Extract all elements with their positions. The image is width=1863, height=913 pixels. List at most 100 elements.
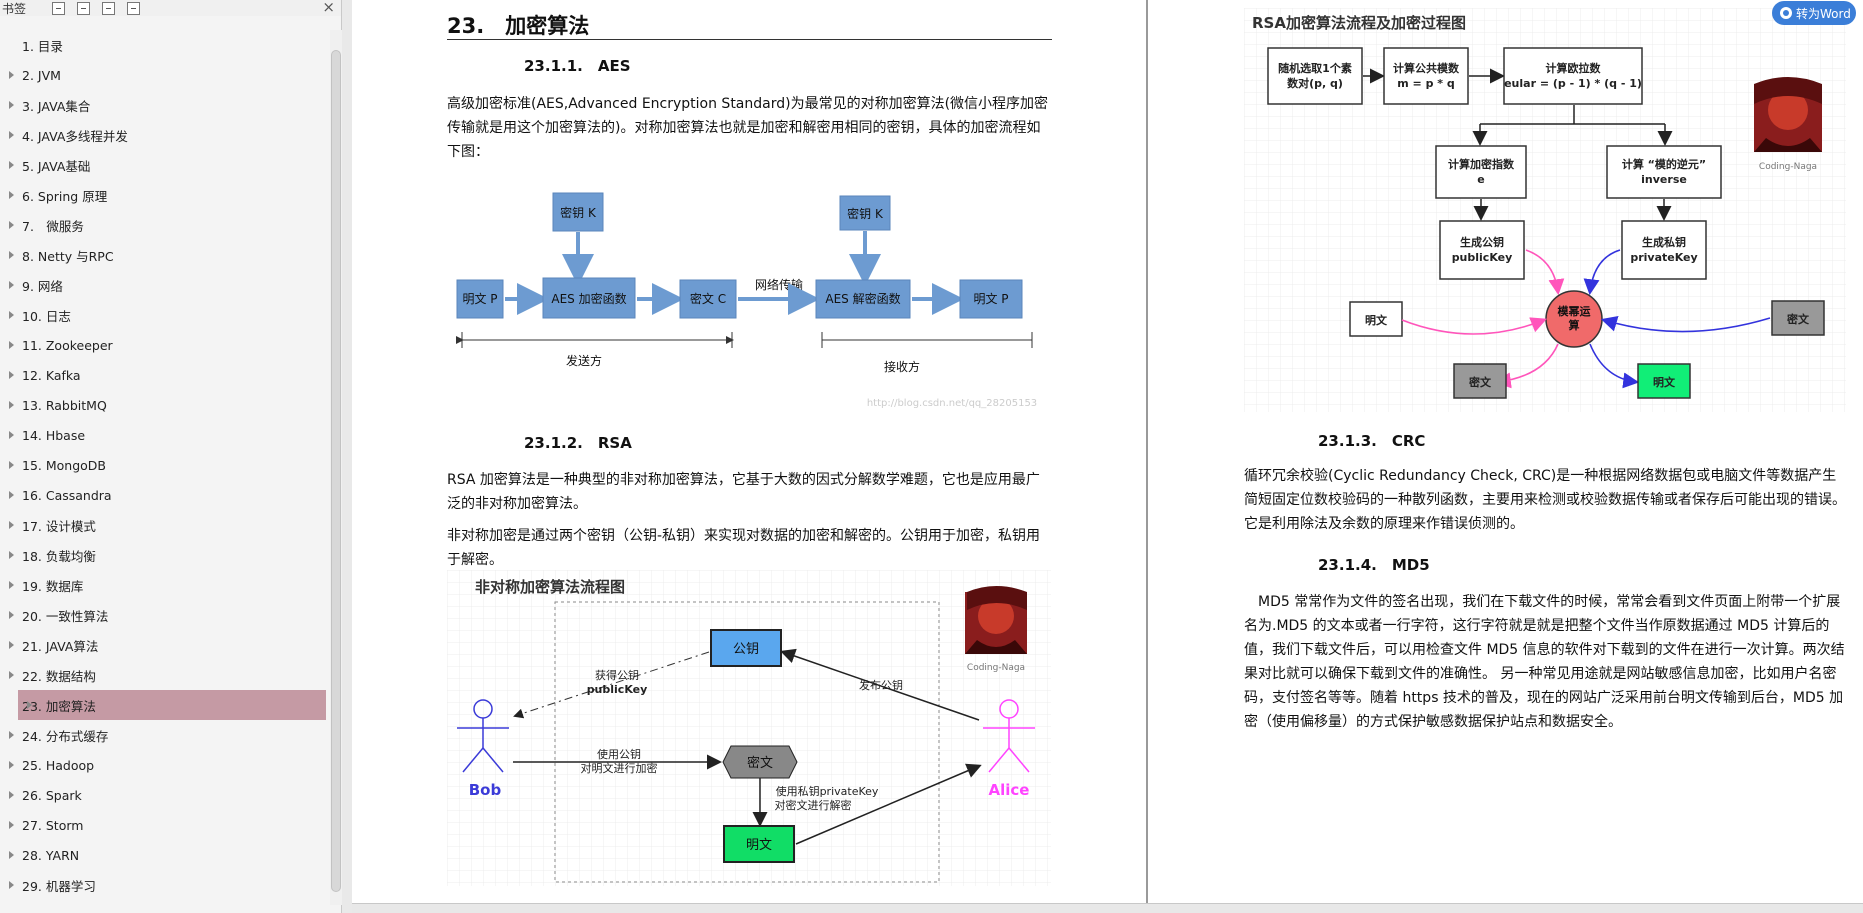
expand-triangle-icon[interactable] (9, 431, 14, 439)
expand-triangle-icon[interactable] (9, 611, 14, 619)
expand-triangle-icon[interactable] (9, 371, 14, 379)
expand-triangle-icon[interactable] (9, 71, 14, 79)
md5-paragraph: MD5 常常作为文件的签名出现，我们在下载文件的时候，常常会看到文件页面上附带一… (1244, 594, 1845, 730)
bookmark-item[interactable]: 8. Netty 与RPC (0, 240, 330, 270)
bookmark-item-label: 14. Hbase (22, 427, 86, 443)
bookmark-item-label: 1. 目录 (22, 38, 63, 54)
bookmark-item[interactable]: 19. 数据库 (0, 570, 330, 600)
rsa-use-pub-label-2: 对明文进行加密 (581, 761, 658, 775)
expand-triangle-icon[interactable] (9, 221, 14, 229)
expand-triangle-icon[interactable] (9, 851, 14, 859)
expand-triangle-icon[interactable] (9, 161, 14, 169)
aes-encrypt-box (542, 277, 636, 319)
collapse-all-icon[interactable] (77, 1, 90, 15)
bookmark-options-icon[interactable] (127, 1, 140, 15)
bookmark-item[interactable]: 6. Spring 原理 (0, 180, 330, 210)
expand-triangle-icon[interactable] (9, 311, 14, 319)
expand-triangle-icon[interactable] (9, 731, 14, 739)
bookmark-item-label: 7. 微服务 (22, 218, 84, 234)
expand-triangle-icon[interactable] (9, 461, 14, 469)
bookmark-item[interactable]: 9. 网络 (0, 270, 330, 300)
convert-to-word-button[interactable]: 转为Word (1772, 1, 1856, 25)
bookmark-item-label: 2. JVM (22, 67, 61, 83)
rsa-step7-label-1: 生成私钥 (1642, 235, 1686, 249)
bookmark-item[interactable]: 28. YARN (0, 840, 330, 870)
bookmark-item[interactable]: 15. MongoDB (0, 450, 330, 480)
expand-triangle-icon[interactable] (9, 641, 14, 649)
expand-triangle-icon[interactable] (9, 791, 14, 799)
avatar-caption: Coding-Naga (1759, 162, 1817, 172)
bookmark-item[interactable]: 3. JAVA集合 (0, 90, 330, 120)
expand-triangle-icon[interactable] (9, 281, 14, 289)
bookmark-item-label: 20. 一致性算法 (22, 608, 109, 624)
bookmark-item-label: 8. Netty 与RPC (22, 248, 114, 264)
bookmark-item-label: 17. 设计模式 (22, 518, 96, 534)
bookmark-item[interactable]: 4. JAVA多线程并发 (0, 120, 330, 150)
expand-triangle-icon[interactable] (9, 521, 14, 529)
bookmark-item[interactable]: 5. JAVA基础 (0, 150, 330, 180)
expand-triangle-icon[interactable] (9, 251, 14, 259)
bookmark-item[interactable]: 12. Kafka (0, 360, 330, 390)
bookmark-item-label: 5. JAVA基础 (22, 158, 91, 174)
expand-triangle-icon[interactable] (9, 491, 14, 499)
bookmark-item[interactable]: 25. Hadoop (0, 750, 330, 780)
avatar-caption: Coding-Naga (967, 663, 1025, 673)
expand-all-icon[interactable] (52, 1, 65, 15)
bookmark-item[interactable]: 20. 一致性算法 (0, 600, 330, 630)
bookmark-item-label: 27. Storm (22, 817, 84, 833)
rsa-public-key-box (710, 629, 782, 667)
add-bookmark-icon[interactable] (102, 1, 115, 15)
expand-triangle-icon[interactable] (9, 131, 14, 139)
rsa-get-pub-label-1: 获得公钥 (595, 668, 639, 682)
bookmark-scrollbar[interactable] (330, 30, 342, 905)
rsa-use-priv-label-1: 使用私钥privateKey (776, 784, 879, 798)
bookmark-item[interactable]: 10. 日志 (0, 300, 330, 330)
bookmark-item[interactable]: 29. 机器学习 (0, 870, 330, 900)
rsa-plain-label: 明文 (746, 838, 772, 853)
bookmark-item-label: 21. JAVA算法 (22, 638, 99, 654)
aes-key-label-1: 密钥 K (560, 205, 597, 220)
expand-triangle-icon[interactable] (27, 701, 32, 709)
bookmark-item[interactable]: 18. 负载均衡 (0, 540, 330, 570)
bookmark-scrollbar-thumb[interactable] (331, 50, 341, 892)
bookmark-item[interactable]: 17. 设计模式 (0, 510, 330, 540)
bookmark-item[interactable]: 22. 数据结构 (0, 660, 330, 690)
rsa-asymmetric-figure: 非对称加密算法流程图 公钥 获得公钥 publicKey 发布公钥 Bob Al… (447, 570, 1051, 886)
bookmark-item-label: 15. MongoDB (22, 457, 106, 473)
close-icon[interactable]: × (322, 0, 335, 16)
md5-heading: 23.1.4. MD5 (1318, 556, 1430, 574)
bookmark-item[interactable]: 27. Storm (0, 810, 330, 840)
aes-paragraph: 高级加密标准(AES,Advanced Encryption Standard)… (447, 96, 1049, 160)
expand-triangle-icon[interactable] (9, 341, 14, 349)
expand-triangle-icon[interactable] (9, 551, 14, 559)
horizontal-scrollbar[interactable] (352, 903, 1863, 913)
expand-triangle-icon[interactable] (9, 881, 14, 889)
bookmark-item[interactable]: 24. 分布式缓存 (0, 720, 330, 750)
expand-triangle-icon[interactable] (9, 101, 14, 109)
rsa-step5-label-1: 计算 “模的逆元” (1622, 157, 1706, 171)
bookmark-item[interactable]: 1. 目录 (0, 30, 330, 60)
aes-watermark: http://blog.csdn.net/qq_28205153 (867, 398, 1037, 409)
bookmark-item[interactable]: 21. JAVA算法 (0, 630, 330, 660)
bookmark-item[interactable]: 11. Zookeeper (0, 330, 330, 360)
bookmark-item[interactable]: 7. 微服务 (0, 210, 330, 240)
expand-triangle-icon[interactable] (9, 761, 14, 769)
expand-triangle-icon[interactable] (9, 581, 14, 589)
bookmark-item[interactable]: 26. Spark (0, 780, 330, 810)
rsa-plain-output-label: 明文 (1653, 375, 1676, 389)
expand-triangle-icon[interactable] (9, 191, 14, 199)
crc-paragraph: 循环冗余校验(Cyclic Redundancy Check, CRC)是一种根… (1244, 468, 1846, 532)
bookmark-item[interactable]: 14. Hbase (0, 420, 330, 450)
bookmark-item[interactable]: 23. 加密算法 (18, 690, 326, 720)
expand-triangle-icon[interactable] (9, 821, 14, 829)
bookmark-item-label: 25. Hadoop (22, 757, 95, 773)
bookmark-item[interactable]: 13. RabbitMQ (0, 390, 330, 420)
bookmark-item[interactable]: 2. JVM (0, 60, 330, 90)
bookmark-item[interactable]: 16. Cassandra (0, 480, 330, 510)
expand-triangle-icon[interactable] (9, 401, 14, 409)
aes-heading: 23.1.1. AES (524, 57, 631, 75)
bookmark-item-label: 23. 加密算法 (22, 698, 96, 714)
expand-triangle-icon[interactable] (9, 671, 14, 679)
